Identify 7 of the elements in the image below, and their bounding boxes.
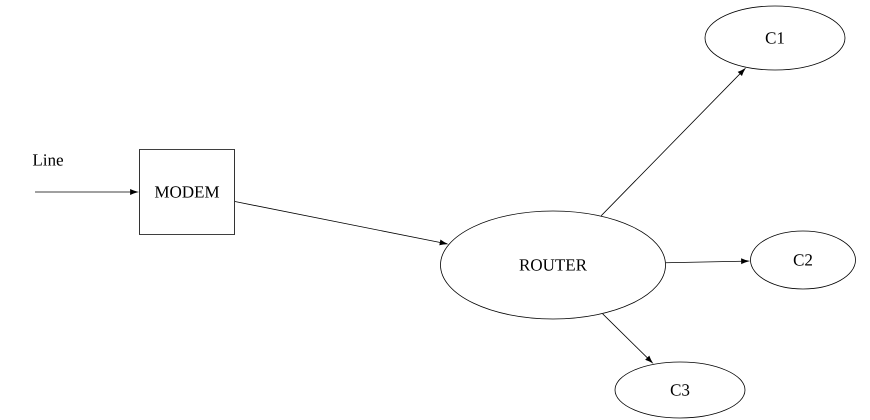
- arrow: [665, 258, 749, 264]
- arrow: [234, 201, 448, 246]
- arrow: [34, 189, 138, 195]
- line-label: Line: [32, 154, 64, 166]
- modem-box: MODEM: [139, 149, 235, 235]
- arrow: [600, 68, 746, 216]
- arrow: [602, 313, 653, 364]
